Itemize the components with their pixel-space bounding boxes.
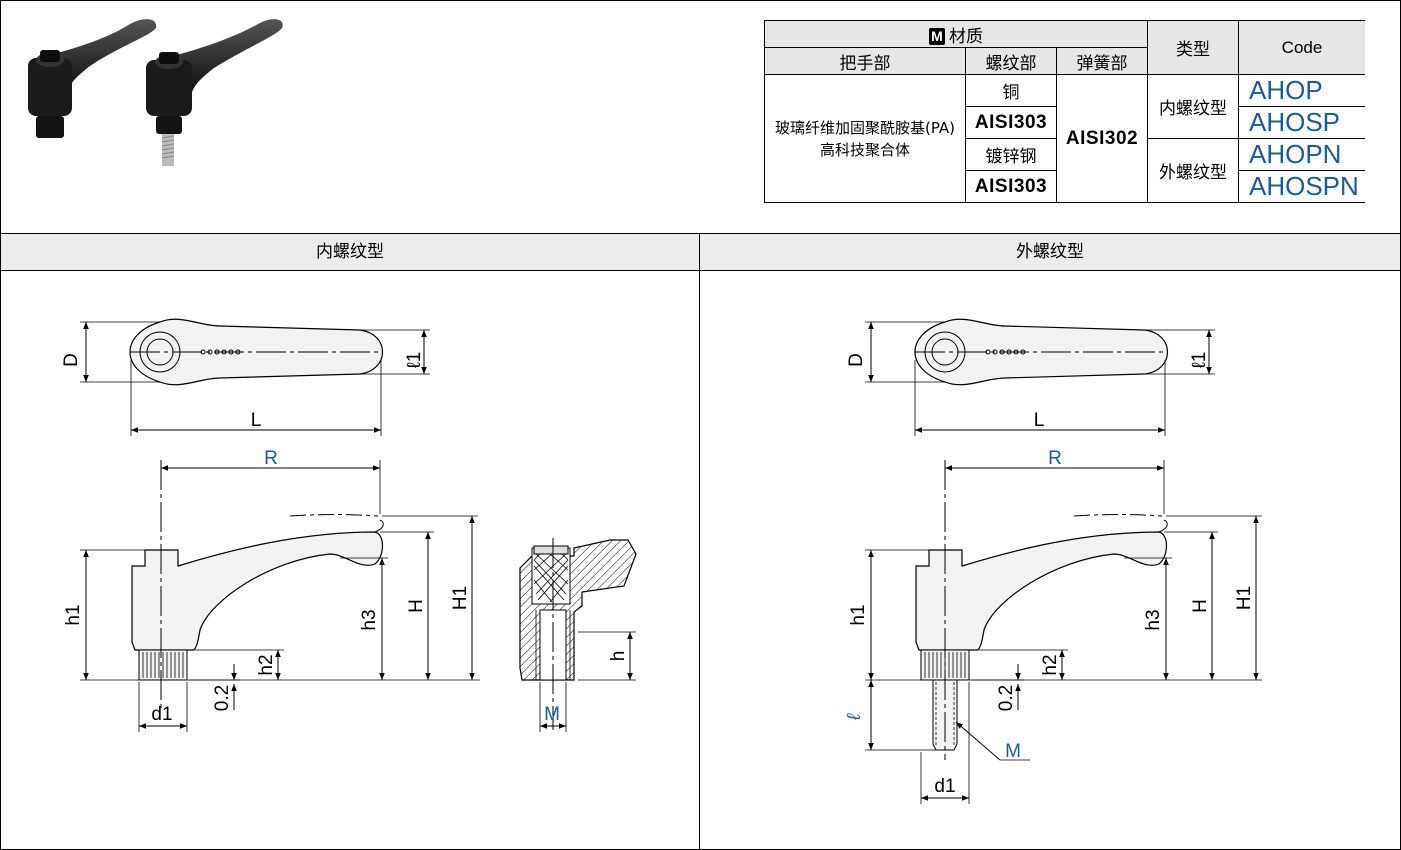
label-h3: h3 xyxy=(359,609,380,630)
drawing-external: D ℓ1 L R h1 h2 h3 H H1 0.2 ℓ M d1 xyxy=(844,318,1262,804)
handle-material-line2: 高科技聚合体 xyxy=(819,140,910,159)
label-R: R xyxy=(264,448,278,469)
code-header: Code xyxy=(1238,20,1365,75)
label-l1-ext: ℓ1 xyxy=(1189,352,1210,369)
type-header: 类型 xyxy=(1147,20,1239,75)
label-D: D xyxy=(61,353,82,367)
handle-material-line1: 玻璃纤维加固聚酰胺基(PA) xyxy=(774,118,956,137)
label-H1-ext: H1 xyxy=(1234,586,1255,610)
thread-material-1: AISI303 xyxy=(965,106,1057,139)
label-M-ext: M xyxy=(1005,741,1021,762)
label-H1: H1 xyxy=(450,586,471,610)
label-L-ext: L xyxy=(1034,410,1045,431)
handle-material: 玻璃纤维加固聚酰胺基(PA) 高科技聚合体 xyxy=(764,74,966,203)
product-photo xyxy=(28,19,283,166)
label-h1: h1 xyxy=(63,604,84,625)
thread-header: 螺纹部 xyxy=(965,47,1057,75)
label-D-ext: D xyxy=(846,353,867,367)
label-h1-ext: h1 xyxy=(848,604,869,625)
label-R-ext: R xyxy=(1048,448,1062,469)
label-d1-ext: d1 xyxy=(934,776,955,797)
section-title-internal: 内螺纹型 xyxy=(1,233,699,271)
code-2: AHOPN xyxy=(1238,138,1365,171)
material-header: 材质 xyxy=(949,26,983,47)
code-0: AHOP xyxy=(1238,74,1365,107)
label-h2: h2 xyxy=(256,654,277,675)
handle-header: 把手部 xyxy=(764,47,966,75)
code-1: AHOSP xyxy=(1238,106,1365,139)
label-h3-ext: h3 xyxy=(1143,609,1164,630)
label-gap: 0.2 xyxy=(212,685,233,711)
section-divider xyxy=(699,233,700,850)
code-3: AHOSPN xyxy=(1238,170,1365,203)
label-d1: d1 xyxy=(151,704,172,725)
label-l1: ℓ1 xyxy=(404,352,425,369)
drawing-internal: D ℓ1 L R h1 h2 h3 H H1 0.2 d1 h M xyxy=(61,318,637,732)
type-external: 外螺纹型 xyxy=(1147,138,1239,203)
material-badge: M xyxy=(929,28,945,45)
thread-material-2: 镀锌钢 xyxy=(965,138,1057,171)
label-h2-ext: h2 xyxy=(1040,654,1061,675)
label-M: M xyxy=(544,704,560,725)
label-h: h xyxy=(608,651,629,662)
label-H: H xyxy=(406,599,427,613)
label-H-ext: H xyxy=(1190,599,1211,613)
type-internal: 内螺纹型 xyxy=(1147,74,1239,139)
label-L: L xyxy=(251,410,262,431)
label-gap-ext: 0.2 xyxy=(996,685,1017,711)
spring-header: 弹簧部 xyxy=(1056,47,1148,75)
label-l: ℓ xyxy=(844,713,865,721)
section-title-external: 外螺纹型 xyxy=(700,233,1400,271)
thread-material-0: 铜 xyxy=(965,74,1057,107)
spring-material: AISI302 xyxy=(1056,74,1148,203)
thread-material-3: AISI303 xyxy=(965,170,1057,203)
